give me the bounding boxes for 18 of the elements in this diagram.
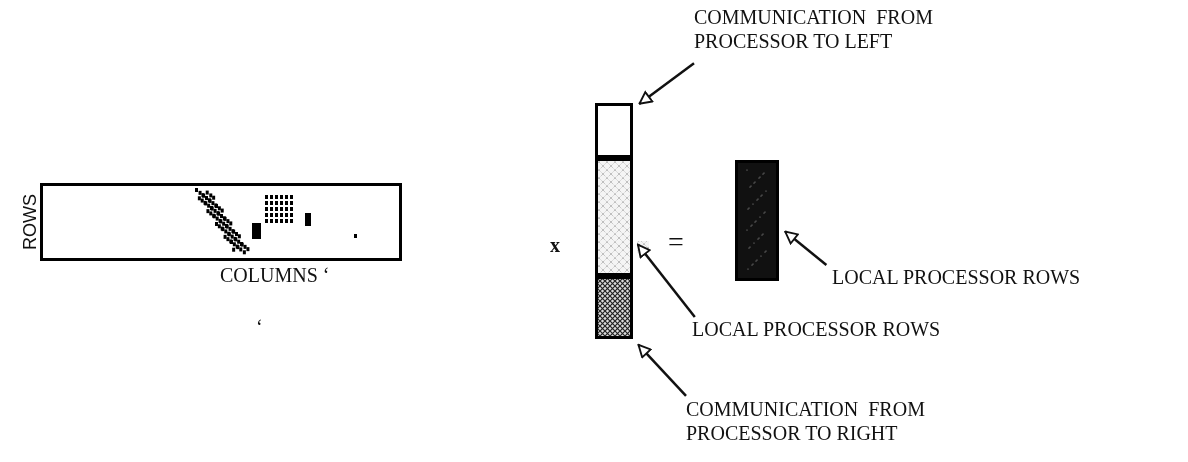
axis-label: COLUMNS ‘ — [220, 263, 330, 287]
vector-block — [595, 158, 633, 276]
operator-symbol: = — [668, 230, 684, 254]
arrow — [637, 343, 687, 397]
stray-mark: ‘ — [256, 315, 263, 339]
vector-block — [595, 276, 633, 339]
callout-text: COMMUNICATION FROM PROCESSOR TO LEFT — [694, 5, 994, 65]
arrow — [784, 230, 828, 266]
callout-text: LOCAL PROCESSOR ROWS — [832, 265, 1112, 293]
vector-block — [595, 103, 633, 158]
axis-label: ROWS — [19, 193, 41, 252]
callout-text: LOCAL PROCESSOR ROWS — [692, 317, 972, 345]
arrow — [636, 243, 696, 318]
callout-text: COMMUNICATION FROM PROCESSOR TO RIGHT — [686, 397, 986, 457]
vector-block — [735, 160, 779, 281]
sparse-matrix — [40, 183, 402, 261]
arrow — [638, 62, 695, 105]
operator-symbol: x — [550, 233, 560, 257]
